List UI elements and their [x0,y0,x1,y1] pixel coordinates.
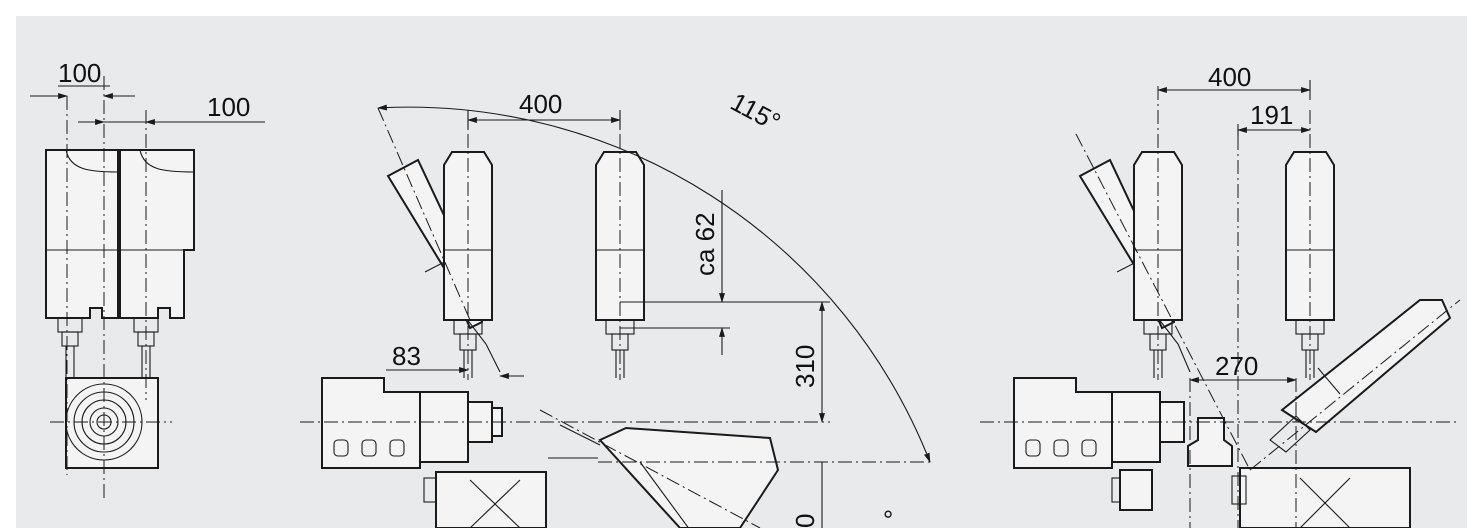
dim-middle-ca: ca 62 [690,212,720,276]
dim-middle-bottom: 0 [790,514,820,528]
dim-middle-angle: 115° [726,86,786,137]
dim-middle-width: 400 [519,89,562,119]
left-chuck [65,377,159,469]
right-view [980,80,1461,528]
dim-right-lower: 270 [1215,351,1258,381]
middle-machine-body [321,377,503,469]
dim-left-second: 100 [207,92,250,122]
dim-middle-angle-partial: ° [877,506,909,526]
dim-right-offset: 191 [1250,100,1293,130]
dim-middle-height: 310 [790,345,820,388]
right-machine-body [1013,377,1233,511]
right-rotated-head [1231,299,1452,528]
left-spindle-a [45,149,119,378]
dim-middle-side: 83 [392,341,421,371]
left-view [30,76,265,500]
dim-right-width: 400 [1208,62,1251,92]
middle-view [300,104,931,528]
left-spindle-b [119,149,195,378]
dim-left-top: 100 [58,58,101,88]
